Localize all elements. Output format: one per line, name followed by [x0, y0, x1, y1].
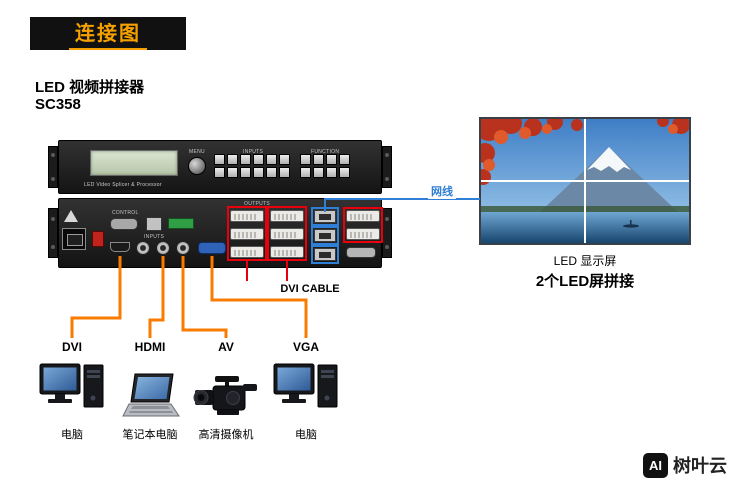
- network-highlight-box: [311, 207, 339, 226]
- dvi-output-port: [346, 210, 380, 222]
- dvi-input-cable: [70, 256, 122, 338]
- network-cable-label: 网线: [428, 183, 456, 199]
- lcd-display: [90, 150, 178, 176]
- network-highlight-box: [311, 245, 339, 264]
- led-wall-caption: 2个LED屏拼接: [535, 273, 635, 290]
- video-camera-icon: [178, 340, 274, 422]
- vga-output-port: [346, 247, 376, 258]
- desktop-computer-icon: [24, 356, 120, 422]
- dvi-output-port: [230, 228, 264, 240]
- menu-knob: [188, 157, 206, 175]
- dvi-output-port: [270, 210, 304, 222]
- dvi-output-port: [270, 228, 304, 240]
- control-section-label: CONTROL: [112, 210, 139, 216]
- input-group-hdmi: HDMI 笔记本电脑: [102, 340, 198, 442]
- device-label: 电脑: [61, 429, 83, 441]
- processor-front-panel: LED Video Splicer & Processor MENU INPUT…: [48, 140, 392, 194]
- processor-rear-panel: CONTROL INPUTS OUTPUTS: [48, 198, 392, 268]
- led-screen-label: LED 显示屏: [553, 254, 617, 268]
- desktop-computer-icon: [258, 356, 354, 422]
- input-group-dvi: DVI 电脑: [24, 340, 120, 442]
- brand-name: 树叶云: [673, 456, 727, 476]
- title-banner: 连接图: [30, 17, 186, 50]
- vga-input-port: [198, 242, 226, 254]
- dvi-cable-label: DVI CABLE: [280, 283, 340, 295]
- dvi-output-port: [346, 228, 380, 240]
- rack-ear: [48, 208, 58, 258]
- bnc-port: [176, 241, 190, 255]
- input-group-vga: VGA 电脑: [258, 340, 354, 442]
- device-model-label: SC358: [35, 96, 81, 113]
- power-switch: [92, 231, 104, 247]
- bnc-port: [156, 241, 170, 255]
- led-wall-image: [475, 112, 690, 243]
- network-highlight-box: [311, 226, 339, 245]
- port-label: HDMI: [134, 340, 166, 354]
- hdmi-port: [110, 242, 130, 252]
- port-label: DVI: [61, 340, 82, 354]
- device-label: 笔记本电脑: [122, 429, 178, 441]
- ethernet-port: [146, 217, 162, 231]
- device-label: 高清摄像机: [198, 429, 254, 441]
- dvi-output-port: [230, 210, 264, 222]
- inputs-section-label: INPUTS: [144, 234, 165, 240]
- laptop-icon: [102, 356, 198, 422]
- device-name-label: LED 视频拼接器: [35, 79, 145, 96]
- snow-cap: [587, 147, 631, 172]
- input-buttons-grid: [214, 154, 290, 178]
- ethernet-output-port: [314, 248, 336, 261]
- outputs-section-label: OUTPUTS: [244, 201, 270, 207]
- front-panel-caption: LED Video Splicer & Processor: [84, 182, 162, 188]
- device-label: 电脑: [295, 429, 317, 441]
- function-section-label: FUNCTION: [311, 149, 340, 155]
- bnc-port: [136, 241, 150, 255]
- port-label: AV: [218, 340, 234, 354]
- maple-foliage-light: [483, 124, 678, 171]
- ethernet-output-port: [314, 229, 336, 242]
- input-group-av: AV 高清摄像机: [178, 340, 274, 442]
- power-socket: [62, 228, 86, 250]
- vga-input-cable: [210, 256, 308, 338]
- serial-port: [110, 218, 138, 230]
- warning-triangle-icon: [64, 210, 78, 222]
- dvi-highlight-box: [267, 206, 307, 261]
- page-title: 连接图: [69, 17, 147, 50]
- led-wall: [475, 112, 691, 245]
- inputs-section-label: INPUTS: [243, 149, 264, 155]
- hdmi-input-cable: [148, 256, 165, 338]
- brand-logo: AI 树叶云: [643, 452, 727, 478]
- terminal-block: [168, 218, 194, 229]
- menu-section-label: MENU: [189, 149, 205, 155]
- ai-logo-icon: AI: [643, 452, 668, 478]
- port-label: VGA: [292, 340, 319, 354]
- dvi-highlight-box: [343, 207, 383, 243]
- dvi-highlight-box: [227, 206, 267, 261]
- rack-ear: [48, 146, 58, 188]
- rack-ear: [382, 146, 392, 188]
- function-buttons-grid: [300, 154, 350, 178]
- av-input-cable: [181, 256, 228, 338]
- rack-ear: [382, 208, 392, 258]
